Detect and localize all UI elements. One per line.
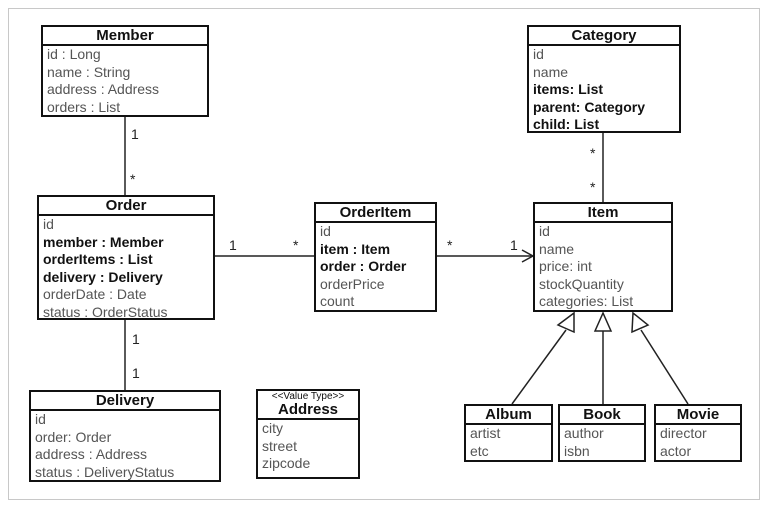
attribute-row: address : Address xyxy=(47,81,160,97)
attribute-row: orderItems : List xyxy=(43,251,153,267)
attribute-row: address : Address xyxy=(35,446,148,462)
movie-class-name: Movie xyxy=(656,406,740,425)
order-orderitem-mult-right: * xyxy=(293,237,299,253)
order-class-name: Order xyxy=(39,197,213,216)
address-stereotype: <<Value Type>> xyxy=(271,391,345,402)
category-item-mult-top: * xyxy=(590,145,596,161)
attribute-row: parent: Category xyxy=(533,98,646,115)
attribute-row: author xyxy=(564,425,604,441)
attribute-row: categories: List xyxy=(539,293,634,309)
address-class-header: <<Value Type>> Address xyxy=(258,391,358,420)
attribute-row: zipcode xyxy=(262,455,311,471)
attribute-row: status : DeliveryStatus xyxy=(35,463,175,480)
attribute-row: isbn xyxy=(564,442,590,459)
address-class-name: Address xyxy=(277,401,339,418)
attribute-row: id xyxy=(35,411,46,427)
orderitem-item-mult-left: * xyxy=(447,237,453,253)
attribute-row: delivery : Delivery xyxy=(43,268,163,285)
attribute-row: etc xyxy=(470,442,489,459)
attribute-row: id xyxy=(539,223,550,239)
movie-inherits-item-line xyxy=(640,329,689,405)
order-delivery-mult-bottom: 1 xyxy=(132,365,140,381)
attribute-row: orders : List xyxy=(47,98,121,115)
attribute-row: city xyxy=(262,420,283,436)
attribute-row: actor xyxy=(660,442,692,459)
attribute-row: orderPrice xyxy=(320,275,385,292)
album-inherits-item-line xyxy=(511,329,567,405)
delivery-class-name: Delivery xyxy=(31,392,219,411)
attribute-row: member : Member xyxy=(43,233,164,250)
attribute-row: id : Long xyxy=(47,46,101,62)
attribute-row: status : OrderStatus xyxy=(43,303,168,320)
attribute-row: item : Item xyxy=(320,240,391,257)
attribute-row: name xyxy=(539,240,575,257)
book-generalization-triangle xyxy=(593,311,613,332)
attribute-row: artist xyxy=(470,425,501,441)
member-class-name: Member xyxy=(43,27,207,46)
attribute-row: street xyxy=(262,437,298,454)
category-class-name: Category xyxy=(529,27,679,46)
order-delivery-mult-top: 1 xyxy=(132,331,140,347)
book-class-name: Book xyxy=(560,406,644,425)
member-order-mult-top: 1 xyxy=(131,126,139,142)
orderitem-item-mult-right: 1 xyxy=(510,237,518,253)
attribute-row: stockQuantity xyxy=(539,275,624,292)
item-class-name: Item xyxy=(535,204,671,223)
member-order-mult-bottom: * xyxy=(130,171,136,187)
attribute-row: director xyxy=(660,425,707,441)
orderitem-class-name: OrderItem xyxy=(316,204,435,223)
attribute-row: name xyxy=(533,63,569,80)
attribute-row: child: List xyxy=(533,116,600,132)
attribute-row: orderDate : Date xyxy=(43,286,147,302)
attribute-row: order : Order xyxy=(320,258,407,274)
attribute-row: price: int xyxy=(539,258,592,274)
album-class-name: Album xyxy=(466,406,551,425)
attribute-row: id xyxy=(43,216,54,232)
order-orderitem-mult-left: 1 xyxy=(229,237,237,253)
album-generalization-triangle xyxy=(556,311,575,334)
diagram-frame xyxy=(8,8,760,500)
attribute-row: name : String xyxy=(47,63,131,80)
attribute-row: order: Order xyxy=(35,428,112,445)
attribute-row: count xyxy=(320,293,355,309)
category-item-mult-bottom: * xyxy=(590,179,596,195)
attribute-row: id xyxy=(320,223,331,239)
movie-generalization-triangle xyxy=(631,311,650,334)
attribute-row: id xyxy=(533,46,544,62)
attribute-row: items: List xyxy=(533,81,604,97)
